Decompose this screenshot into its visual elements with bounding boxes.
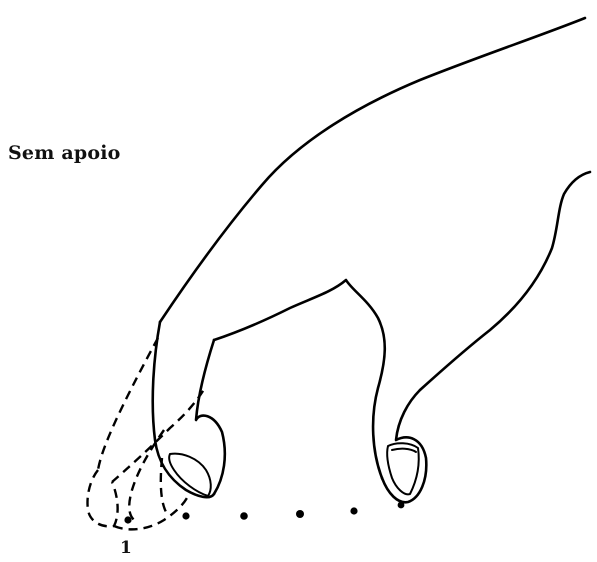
index-finger-ghost-tip [87, 470, 117, 526]
diagram-caption: Sem apoio [8, 142, 121, 164]
index-finger-ghost-outer [98, 338, 158, 470]
middle-fingernail-edge [392, 449, 416, 452]
index-finger-ghost-inner [112, 386, 206, 482]
hand-lower-outline [420, 172, 590, 390]
index-finger-inner [196, 340, 225, 494]
index-finger-ghost-mid [129, 430, 164, 520]
trail-dot [240, 512, 248, 520]
index-finger-ghost-base [114, 496, 188, 529]
trail-dot [398, 502, 405, 509]
trail-dot [296, 510, 304, 518]
index-fingernail [169, 454, 211, 496]
position-label: 1 [120, 538, 132, 558]
hand-back-outline [160, 18, 585, 322]
trail-dot [350, 507, 357, 514]
trail-dot [124, 516, 131, 523]
index-finger-outline [153, 322, 214, 497]
palm-underside [214, 280, 385, 478]
trail-dot [182, 512, 189, 519]
